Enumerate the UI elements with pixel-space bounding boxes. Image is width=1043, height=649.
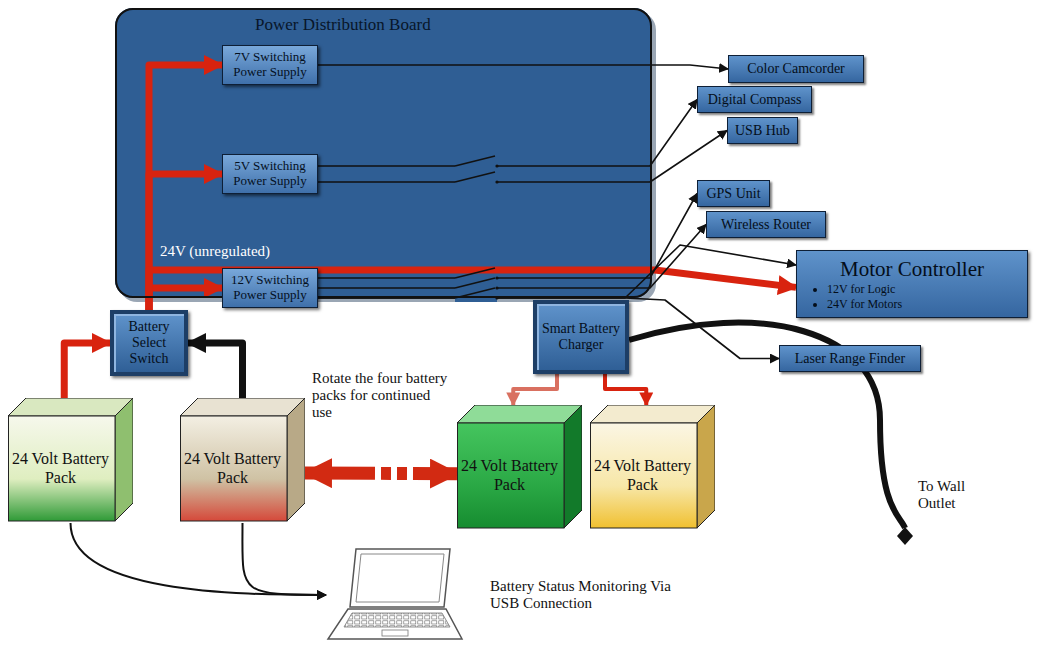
node-label: 24 Volt Battery Pack [8, 416, 113, 521]
connector [64, 343, 110, 398]
switch-gap [455, 294, 497, 302]
bullet-list: 12V for Logic24V for Motors [807, 282, 1017, 312]
node-label: 24 Volt Battery Pack [180, 416, 285, 521]
charger-box: Smart Battery Charger [533, 300, 629, 374]
battery-pack: 24 Volt Battery Pack [180, 398, 305, 523]
edge-label: 24V (unregulated) [160, 243, 270, 260]
connector [149, 288, 222, 310]
bullet-item: 12V for Logic [827, 282, 1017, 297]
node-label: 5V Switching Power Supply [227, 159, 313, 189]
note-label: To Wall Outlet [918, 478, 998, 512]
device-box: Digital Compass [697, 86, 812, 113]
switch-symbol [455, 172, 495, 182]
node-label: 12V Switching Power Supply [227, 273, 313, 303]
switch-contact [495, 164, 498, 167]
connector [605, 374, 646, 405]
node-label: 24 Volt Battery Pack [590, 423, 695, 528]
controller-box: Motor Controller12V for Logic24V for Mot… [796, 250, 1028, 318]
switch-symbol [455, 268, 495, 278]
connector [513, 374, 557, 405]
node-label: Smart Battery Charger [541, 321, 621, 353]
switch-gap [455, 162, 497, 170]
switch-box: Battery Select Switch [110, 310, 188, 376]
board-fill [115, 8, 652, 298]
wall-plug [897, 527, 913, 545]
connector [318, 65, 728, 69]
device-box: Wireless Router [706, 211, 826, 238]
battery-pack: 24 Volt Battery Pack [457, 405, 582, 530]
connector [318, 100, 697, 167]
device-box: GPS Unit [697, 180, 770, 207]
board-title: Power Distribution Board [255, 15, 431, 35]
node-label: Digital Compass [708, 92, 802, 108]
switch-gap [455, 178, 497, 186]
node-label: Battery Select Switch [118, 319, 180, 367]
edge-label: Rotate the four battery packs for contin… [312, 370, 452, 421]
node-label: 7V Switching Power Supply [227, 50, 313, 80]
device-box: Laser Range Finder [779, 345, 921, 372]
bullet-item: 24V for Motors [827, 297, 1017, 312]
device-box: USB Hub [727, 117, 798, 144]
connector [71, 523, 327, 595]
power-supply: 7V Switching Power Supply [222, 45, 318, 85]
node-title: Motor Controller [807, 257, 1017, 282]
battery-pack: 24 Volt Battery Pack [590, 405, 715, 530]
laptop-drawing [326, 545, 466, 645]
switch-contact [495, 276, 498, 279]
connector [149, 174, 222, 310]
device-box: Color Camcorder [728, 55, 864, 83]
connector [242, 523, 326, 595]
battery-pack: 24 Volt Battery Pack [8, 398, 133, 523]
switch-contact [495, 286, 498, 289]
node-label: USB Hub [735, 123, 790, 139]
node-label: GPS Unit [706, 186, 760, 202]
node-caption: Battery Status Monitoring Via USB Connec… [490, 578, 680, 612]
switch-gap [455, 284, 497, 292]
switch-symbol [455, 278, 495, 288]
node-label: Laser Range Finder [795, 351, 905, 367]
connector [318, 245, 796, 298]
switch-contact [495, 180, 498, 183]
connector [318, 225, 706, 289]
connector [188, 343, 243, 398]
connector [318, 194, 697, 279]
node-label: Wireless Router [721, 217, 811, 233]
connector [318, 131, 727, 183]
power-supply: 5V Switching Power Supply [222, 154, 318, 194]
switch-symbol [455, 156, 495, 166]
switch-gap [455, 274, 497, 282]
node-label: Color Camcorder [747, 61, 845, 77]
node-label: 24 Volt Battery Pack [457, 423, 562, 528]
connector [305, 467, 457, 481]
power-supply: 12V Switching Power Supply [222, 268, 318, 308]
laptop: Battery Status Monitoring Via USB Connec… [326, 545, 680, 645]
